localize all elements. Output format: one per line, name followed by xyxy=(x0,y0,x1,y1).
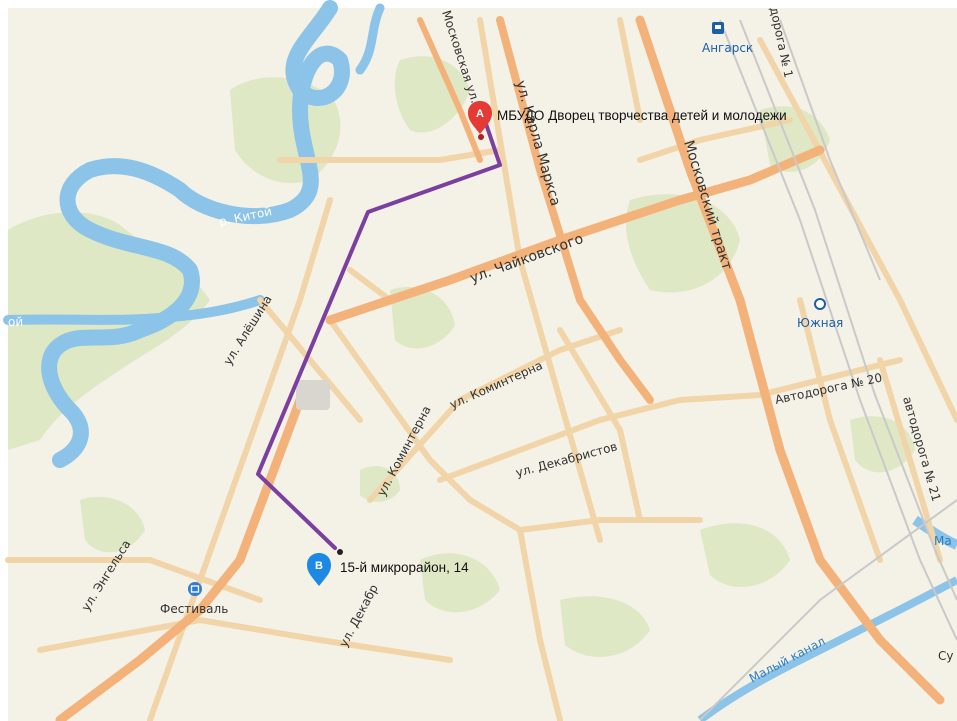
industrial-block xyxy=(296,380,330,410)
end-label: 15-й микрорайон, 14 xyxy=(340,560,469,575)
map-pin-icon xyxy=(307,553,331,586)
map-pin-icon xyxy=(468,101,492,134)
end-dot xyxy=(337,549,343,555)
minor-roads xyxy=(5,17,957,721)
transit-stop-icon xyxy=(814,298,826,310)
river-edge-label: ой xyxy=(8,315,23,329)
stop-yuzhnaya[interactable]: Южная xyxy=(797,298,843,330)
poi-festival-label: Фестиваль xyxy=(160,602,228,616)
end-marker-letter: B xyxy=(315,560,323,572)
start-dot xyxy=(478,134,484,140)
station-angarsk-label: Ангарск xyxy=(702,41,753,55)
station-angarsk[interactable]: Ангарск xyxy=(702,22,753,55)
railway xyxy=(699,19,957,721)
canal-maly xyxy=(697,576,957,721)
stop-yuzhnaya-label: Южная xyxy=(797,316,843,330)
major-roads xyxy=(55,15,945,721)
start-marker[interactable]: A МБУДО Дворец творчества детей и молоде… xyxy=(468,101,787,140)
water-edge-label: Ма xyxy=(934,534,952,548)
water-right-edge xyxy=(912,515,957,550)
river-kitoy xyxy=(3,0,385,468)
street-edge-label: Су xyxy=(938,649,953,663)
route-line xyxy=(256,113,502,550)
end-marker[interactable]: B 15-й микрорайон, 14 xyxy=(307,549,469,586)
shopping-poi-icon xyxy=(188,582,202,596)
start-label: МБУДО Дворец творчества детей и молодежи xyxy=(497,108,787,123)
start-marker-letter: A xyxy=(476,108,484,120)
poi-festival[interactable]: Фестиваль xyxy=(160,582,228,616)
